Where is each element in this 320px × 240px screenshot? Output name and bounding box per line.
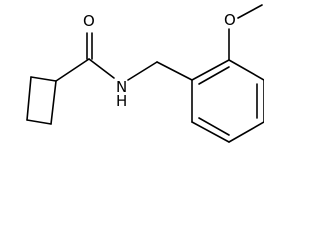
ring-bond-1 [30, 76, 57, 82]
methylene-to-ring-bond [156, 61, 193, 81]
nitrogen-to-methylene-bond [127, 61, 158, 81]
carbonyl-oxygen-label: O [83, 12, 95, 30]
ring-bond-4 [26, 76, 32, 121]
benzene-bond-5 [191, 121, 230, 143]
amide-nitrogen-label: N [116, 78, 127, 96]
methoxy-oxygen-label: O [224, 11, 236, 29]
benzene-bond-1 [191, 59, 230, 81]
ring-bond-3 [26, 119, 52, 125]
carbonyl-double-bond [86, 32, 93, 60]
benzene-inner-bond-1 [198, 66, 230, 85]
methoxy-oxygen-to-methyl-bond [237, 4, 263, 19]
benzene-ring [191, 59, 264, 143]
ring-to-carbonyl-bond [55, 58, 90, 82]
amide-hydrogen-label: H [116, 92, 127, 110]
benzene-inner-bond-3 [198, 117, 230, 136]
benzene-bond-2 [228, 59, 264, 81]
benzene-bond-4 [228, 121, 264, 143]
cyclobutane-ring [26, 76, 57, 125]
carbonyl-to-nitrogen-bond [88, 58, 115, 79]
ring-bond-2 [50, 80, 57, 125]
molecule-structure-diagram: O N H O [26, 4, 264, 143]
